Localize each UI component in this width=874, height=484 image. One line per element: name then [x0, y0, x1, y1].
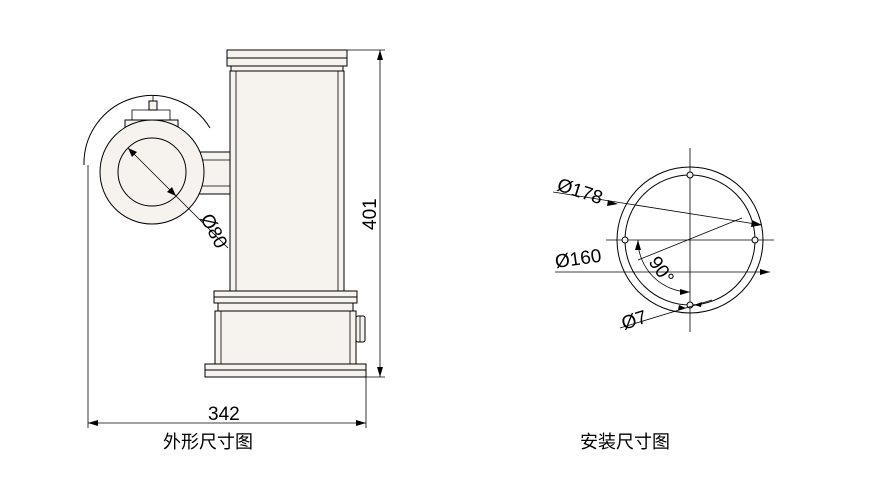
top-cap — [226, 49, 348, 72]
outline-view: Ø80 401 342 外形尺寸图 — [83, 49, 385, 453]
width-label: 342 — [208, 404, 240, 425]
bolt-circle-diameter-label: Ø160 — [554, 246, 603, 273]
main-tube — [229, 70, 345, 292]
hole-diameter-label: Ø7 — [619, 307, 650, 335]
window-housing — [83, 94, 211, 225]
width-dimension: 342 — [87, 165, 367, 428]
outer-circle — [616, 166, 764, 314]
height-label: 401 — [360, 198, 381, 230]
mounting-view-caption: 安装尺寸图 — [580, 432, 670, 453]
outline-view-caption: 外形尺寸图 — [163, 432, 253, 453]
height-dimension: 401 — [347, 49, 385, 378]
angle-dimension: 90° — [635, 239, 691, 295]
mounting-view: Ø178 Ø160 90° Ø7 安装尺寸图 — [552, 148, 774, 453]
base-plate — [204, 363, 367, 378]
outer-diameter-label: Ø178 — [554, 175, 605, 209]
outer-diameter-dimension: Ø178 — [552, 175, 763, 227]
base-housing — [214, 310, 366, 365]
angle-label: 90° — [644, 253, 678, 289]
hole-diameter-dimension: Ø7 — [619, 299, 713, 335]
lower-flange — [213, 290, 358, 312]
